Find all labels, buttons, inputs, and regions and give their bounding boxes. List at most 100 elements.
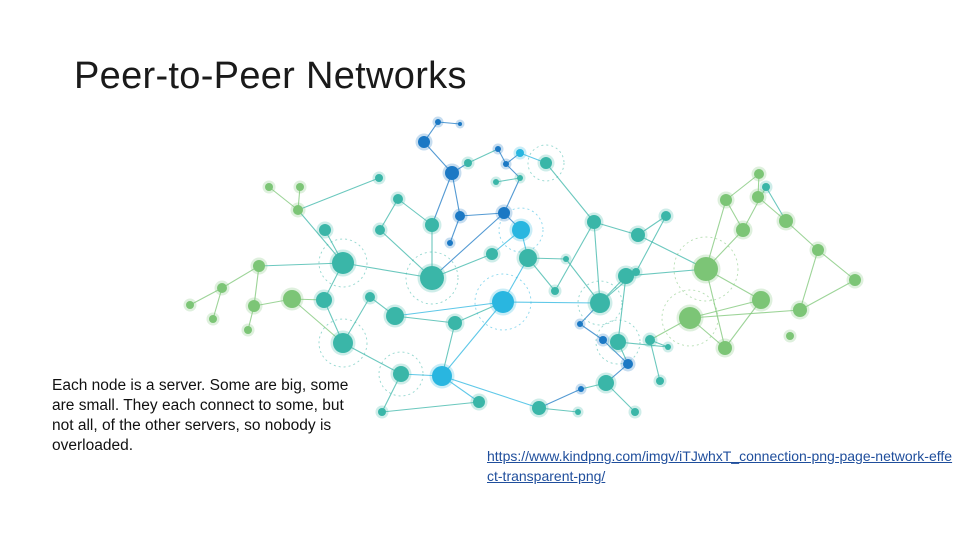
network-node — [447, 240, 453, 246]
network-edge — [689, 299, 762, 319]
network-node — [296, 183, 304, 191]
network-edge — [602, 339, 629, 365]
network-edge — [268, 186, 299, 211]
network-node — [812, 244, 824, 256]
network-node — [512, 221, 530, 239]
network-edge — [467, 148, 499, 164]
network-node — [293, 205, 303, 215]
network-node — [217, 283, 227, 293]
network-node-ring — [318, 318, 368, 368]
network-node — [464, 159, 472, 167]
network-edge — [381, 401, 480, 413]
network-node-ring — [405, 251, 459, 305]
network-node — [365, 292, 375, 302]
network-node — [631, 228, 645, 242]
network-edge — [724, 299, 762, 349]
network-edge — [253, 265, 260, 307]
network-edge — [503, 177, 521, 214]
network-node — [577, 321, 583, 327]
network-edge — [649, 339, 661, 382]
network-illustration-image — [183, 116, 864, 419]
network-node — [786, 332, 794, 340]
network-edge — [579, 323, 604, 341]
network-node — [455, 211, 465, 221]
network-node — [375, 225, 385, 235]
network-node-ring — [595, 319, 641, 365]
network-edge — [297, 177, 380, 211]
network-node — [316, 292, 332, 308]
network-node — [425, 218, 439, 232]
network-node — [540, 157, 552, 169]
network-node — [435, 119, 441, 125]
network-node — [253, 260, 265, 272]
network-edge — [785, 220, 819, 251]
network-edge — [394, 301, 504, 317]
network-edge — [593, 221, 601, 304]
network-edge — [725, 173, 760, 201]
network-node — [498, 207, 510, 219]
network-edge — [291, 298, 344, 344]
network-edge — [189, 287, 223, 306]
network-node — [458, 122, 462, 126]
network-node — [516, 149, 524, 157]
network-edge — [459, 212, 505, 217]
network-node — [665, 344, 671, 350]
network-node — [209, 315, 217, 323]
network-edge — [495, 177, 521, 183]
network-node — [333, 333, 353, 353]
network-node — [793, 303, 807, 317]
network-node — [720, 194, 732, 206]
slide-title: Peer-to-Peer Networks — [74, 55, 467, 97]
network-node — [486, 248, 498, 260]
network-edge — [441, 301, 504, 377]
network-node — [762, 183, 770, 191]
network-node — [645, 335, 655, 345]
network-edge — [297, 209, 344, 264]
network-node — [493, 179, 499, 185]
network-node — [551, 287, 559, 295]
network-edge — [617, 275, 627, 343]
network-node-ring — [577, 280, 623, 326]
network-node — [578, 386, 584, 392]
network-node — [618, 268, 634, 284]
network-node — [656, 377, 664, 385]
network-edge — [379, 198, 399, 231]
network-edge — [637, 234, 707, 270]
network-node — [503, 161, 509, 167]
network-node — [661, 211, 671, 221]
network-edge — [437, 121, 461, 125]
network-node — [473, 396, 485, 408]
network-node — [283, 290, 301, 308]
network-node — [752, 191, 764, 203]
network-node — [517, 175, 523, 181]
network-edge — [554, 221, 595, 292]
network-node — [623, 359, 633, 369]
network-node — [445, 166, 459, 180]
network-edge — [625, 268, 707, 277]
network-node — [265, 183, 273, 191]
network-edge — [397, 198, 433, 226]
network-node — [492, 291, 514, 313]
network-edge — [593, 221, 639, 236]
network-edge — [705, 268, 726, 349]
network-node — [393, 194, 403, 204]
source-link[interactable]: https://www.kindpng.com/imgv/iTJwhxT_con… — [487, 448, 953, 484]
network-edge — [258, 262, 344, 267]
network-node-ring — [673, 236, 739, 302]
network-node — [186, 301, 194, 309]
network-node — [319, 224, 331, 236]
network-edge — [545, 162, 595, 223]
network-node — [779, 214, 793, 228]
network-node — [378, 408, 386, 416]
network-edge — [799, 279, 856, 311]
network-edge — [538, 388, 582, 409]
network-node — [752, 291, 770, 309]
network-edge — [221, 265, 260, 289]
network-node — [519, 249, 537, 267]
network-edge — [441, 375, 540, 409]
network-edge — [342, 262, 433, 279]
network-node — [393, 366, 409, 382]
network-edge — [394, 315, 456, 324]
network-edge — [431, 172, 453, 226]
